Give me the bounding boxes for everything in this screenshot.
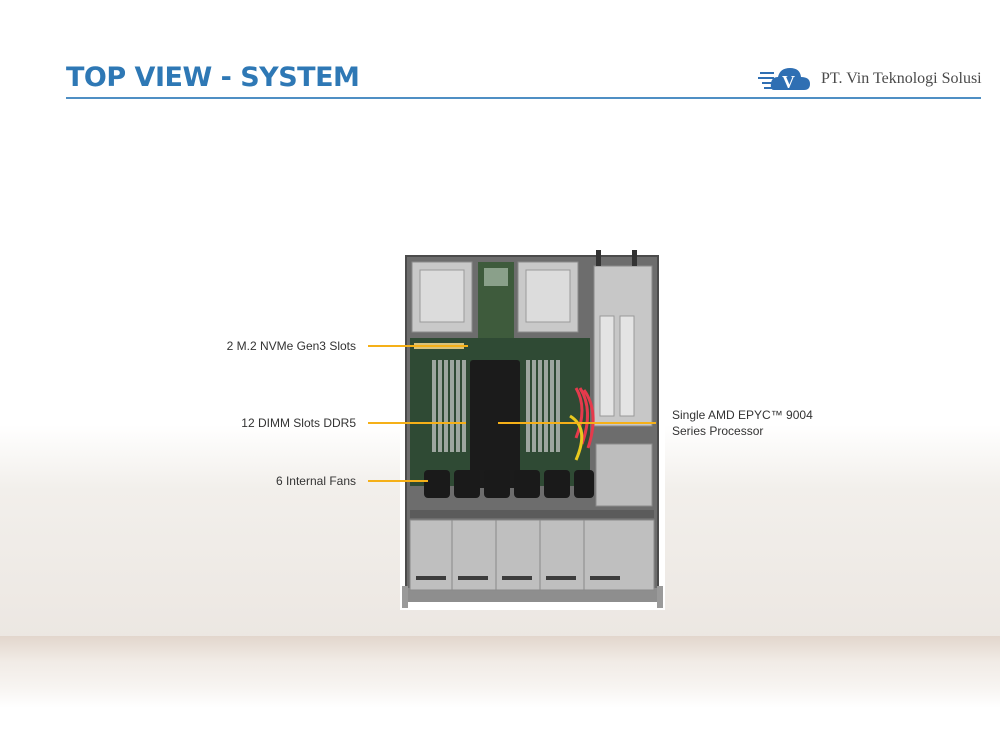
- callout-dimm-leader: [368, 422, 466, 424]
- callout-m2-slots: 2 M.2 NVMe Gen3 Slots: [226, 339, 356, 353]
- company-logo: V PT. Vin Teknologi Solusi: [758, 60, 988, 100]
- company-name: PT. Vin Teknologi Solusi: [821, 70, 982, 87]
- callout-cpu-line2: Series Processor: [672, 424, 764, 438]
- callout-cpu-line1: Single AMD EPYC™ 9004: [672, 408, 813, 422]
- title-underline: [66, 97, 981, 99]
- callout-m2-leader: [368, 345, 468, 347]
- logo-letter: V: [782, 72, 795, 92]
- callout-fans-leader: [368, 480, 428, 482]
- server-top-view-image: [400, 248, 665, 610]
- background-floor: [0, 636, 1000, 708]
- callout-cpu-leader: [498, 422, 656, 424]
- page-title: TOP VIEW - SYSTEM: [66, 62, 360, 93]
- cloud-v-logo-icon: V: [758, 68, 810, 92]
- callout-dimm-slots: 12 DIMM Slots DDR5: [241, 416, 356, 430]
- callout-fans: 6 Internal Fans: [275, 474, 356, 488]
